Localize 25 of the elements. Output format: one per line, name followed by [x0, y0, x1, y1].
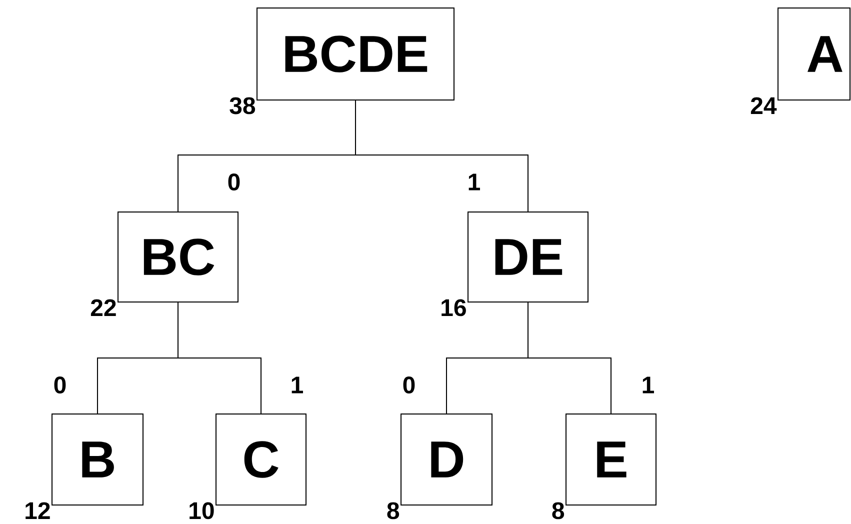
weight-label: 38 — [230, 97, 256, 114]
weight-label: 16 — [442, 299, 466, 316]
tree-node-box: D — [400, 413, 492, 506]
tree-node-box: DE — [468, 212, 588, 302]
weight-label: 22 — [90, 299, 116, 316]
weight-label: 24 — [750, 97, 777, 114]
tree-node-box: B — [52, 413, 144, 506]
edge-label: 0 — [226, 172, 242, 192]
edge-label: 0 — [401, 376, 417, 394]
tree-node-box: E — [566, 413, 656, 506]
tree-node-box: BC — [118, 212, 238, 302]
edge-label: 1 — [289, 376, 305, 394]
weight-label: 12 — [26, 502, 50, 519]
weight-label: 8 — [387, 502, 400, 520]
edge-label: 1 — [466, 172, 482, 192]
edge-label: 1 — [640, 376, 656, 394]
tree-connector — [355, 100, 528, 212]
tree-connector — [178, 302, 262, 414]
weight-label: 10 — [190, 502, 214, 520]
tree-node-box: BCDE — [256, 8, 454, 100]
tree-node-box: A — [778, 8, 850, 100]
weight-label: 8 — [552, 502, 564, 520]
tree-node-box: C — [216, 413, 306, 506]
tree-connector — [528, 302, 612, 414]
edge-label: 0 — [52, 376, 68, 394]
